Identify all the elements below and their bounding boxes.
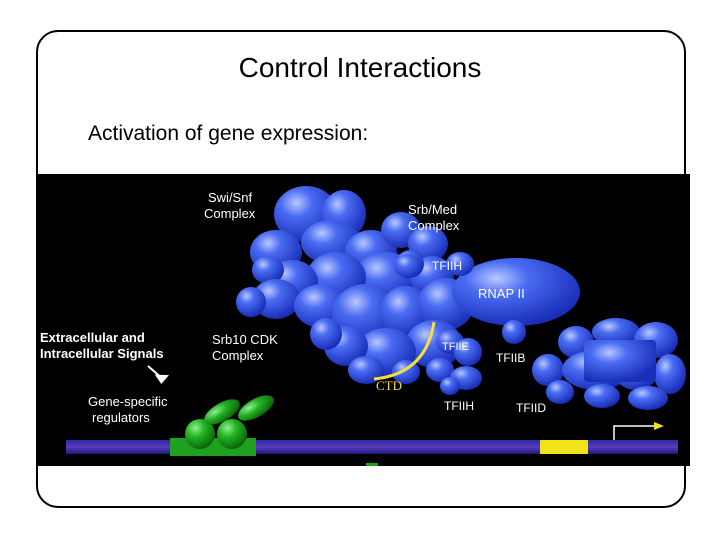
slide-subtitle: Activation of gene expression: <box>88 122 369 145</box>
transcription-complex-figure: Swi/Snf Complex Srb/Med Complex TFIIH RN… <box>36 174 690 466</box>
tfiid-cluster <box>532 318 686 410</box>
label-swi-snf-line1: Swi/Snf <box>208 190 252 205</box>
label-rnap-ii: RNAP II <box>478 286 525 301</box>
label-ctd: CTD <box>376 378 402 393</box>
signal-arrow <box>147 365 169 384</box>
figure-svg: Swi/Snf Complex Srb/Med Complex TFIIH RN… <box>40 186 686 466</box>
swi-snf-complex <box>236 186 454 328</box>
label-signals-line1: Extracellular and <box>40 330 145 345</box>
label-srb-med-line2: Complex <box>408 218 460 233</box>
label-tfiih-top: TFIIH <box>432 259 462 273</box>
tfiib-blob <box>502 320 526 344</box>
tfiie-tfiih-cluster <box>426 330 482 395</box>
srb-med-complex <box>310 254 474 384</box>
label-tfiie: TFIIE <box>442 341 469 353</box>
label-srb-med-line1: Srb/Med <box>408 202 457 217</box>
transcription-start-arrow <box>613 422 664 440</box>
label-tfiib: TFIIB <box>496 351 525 365</box>
slide-title: Control Interactions <box>238 52 482 83</box>
label-signals-line2: Intracellular Signals <box>40 346 164 361</box>
gene-specific-regulators <box>185 395 274 449</box>
label-tfiih-bottom: TFIIH <box>444 399 474 413</box>
label-srb10-line1: Srb10 CDK <box>212 332 278 347</box>
label-regulators-line1: Gene-specific <box>88 394 168 409</box>
ctd-tail <box>373 321 436 381</box>
label-regulators-line2: regulators <box>92 410 150 425</box>
tata-box <box>540 440 588 454</box>
tfiih-top-blob <box>446 252 474 276</box>
green-mark <box>366 463 378 466</box>
label-swi-snf-line2: Complex <box>204 206 256 221</box>
label-srb10-line2: Complex <box>212 348 264 363</box>
label-tfiid: TFIID <box>516 401 546 415</box>
rnap-ii <box>452 258 580 326</box>
